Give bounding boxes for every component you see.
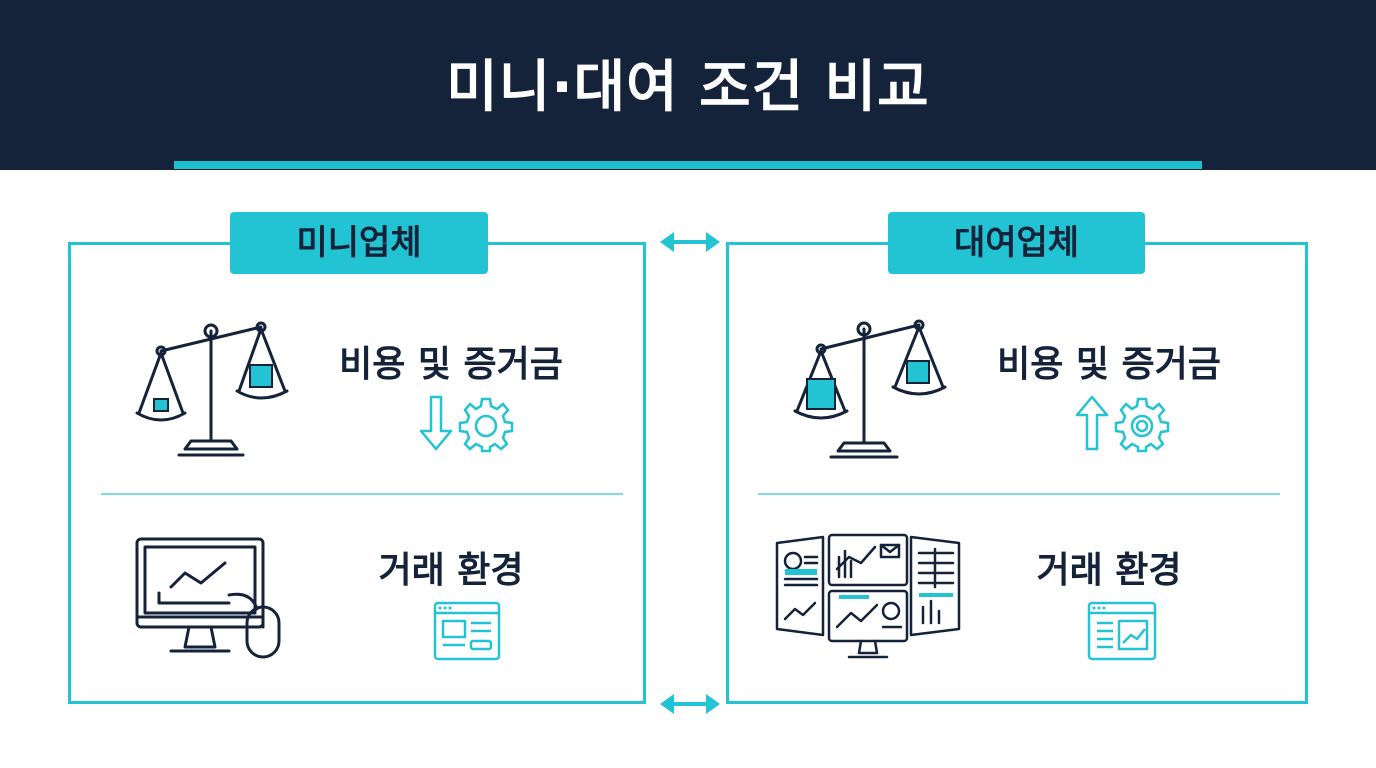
double-arrow-icon — [660, 232, 720, 252]
header-accent-line — [174, 161, 1202, 169]
browser-window-icon — [433, 601, 501, 661]
badge-mini: 미니업체 — [230, 212, 488, 274]
double-arrow-icon — [660, 694, 720, 714]
scale-heavy-left-icon — [793, 319, 947, 459]
header-banner: 미니·대여 조건 비교 — [0, 0, 1376, 170]
browser-chart-window-icon — [1087, 601, 1157, 661]
panel-mini: 비용 및 증거금 거래 환경 — [68, 242, 646, 704]
scale-light-heavy-right-icon — [135, 321, 289, 457]
up-arrow-icon — [1075, 395, 1109, 451]
page-title: 미니·대여 조건 비교 — [446, 55, 930, 120]
badge-rental: 대여업체 — [888, 212, 1145, 274]
down-arrow-icon — [419, 395, 453, 451]
row-divider — [101, 493, 623, 495]
multi-monitor-dashboard-icon — [775, 533, 961, 659]
monitor-chart-mouse-icon — [135, 537, 281, 659]
gear-icon — [1114, 397, 1170, 453]
cost-margin-label: 비용 및 증거금 — [997, 344, 1221, 385]
trading-env-label: 거래 환경 — [378, 550, 524, 591]
row-divider — [758, 493, 1280, 495]
panel-rental: 비용 및 증거금 — [726, 242, 1308, 704]
gear-icon — [458, 397, 514, 453]
cost-margin-label: 비용 및 증거금 — [339, 344, 563, 385]
trading-env-label: 거래 환경 — [1036, 550, 1182, 591]
